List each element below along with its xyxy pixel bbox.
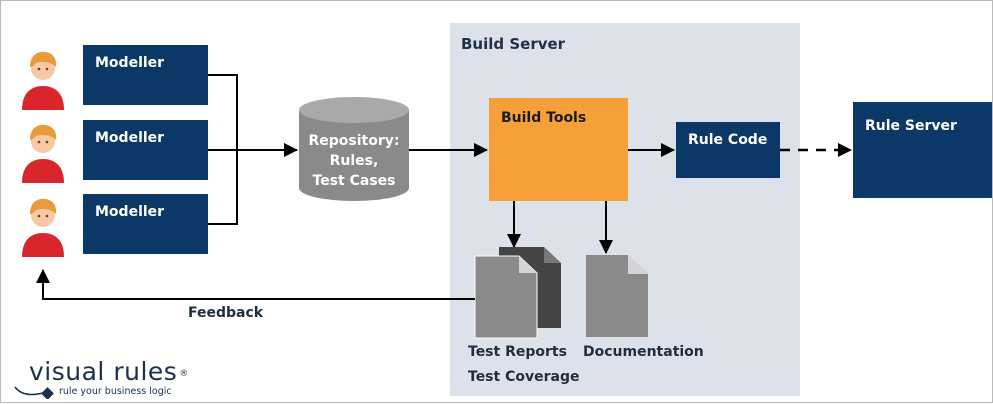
modeller-box: Modeller [83, 194, 208, 254]
user-icon [22, 51, 64, 110]
feedback-label: Feedback [188, 305, 264, 321]
brand-registered-mark: ® [179, 369, 189, 379]
documentation-document-icon [586, 255, 648, 337]
brand-name-text: visual rules [29, 357, 178, 386]
repository-label-line: Rules, [329, 153, 379, 169]
test-coverage-label: Test Coverage [468, 369, 580, 385]
repository-cylinder [299, 97, 409, 201]
test-reports-document-icon [474, 247, 561, 339]
feedback-arrow [36, 269, 475, 300]
repository-label: Repository: Rules, Test Cases [299, 131, 409, 191]
brand-tagline: rule your business logic [59, 386, 172, 397]
rule-code-box: Rule Code [676, 122, 780, 178]
modeller-box: Modeller [83, 120, 208, 180]
rule-server-box: Rule Server [853, 102, 992, 198]
repository-label-line: Repository: [308, 133, 400, 149]
modeller-merge-connector [208, 74, 238, 225]
visual-rules-logo: visual rules® rule your business logic [14, 359, 189, 399]
test-reports-label: Test Reports [468, 344, 567, 360]
modeller-box: Modeller [83, 45, 208, 105]
user-icon [22, 198, 64, 257]
brand-swoosh-icon [14, 386, 54, 399]
user-icon [22, 124, 64, 183]
build-server-title: Build Server [461, 35, 566, 53]
brand-name: visual rules® [29, 359, 189, 385]
repository-label-line: Test Cases [312, 173, 396, 189]
documentation-label: Documentation [583, 344, 704, 360]
build-tools-box: Build Tools [489, 98, 628, 201]
